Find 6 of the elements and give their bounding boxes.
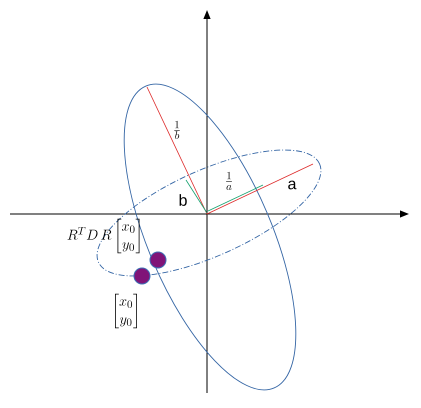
axis-label: b [180, 194, 187, 206]
axis-label: a [288, 180, 296, 190]
math-label: $R^T D\, R \begin{bmatrix}x_0\\ y_0\end{bmatrix}$ [68, 218, 140, 254]
math-label: $\frac{1}{b}$ [174, 120, 180, 139]
math-label: $\frac{1}{a}$ [226, 172, 232, 190]
math-label: $\begin{bmatrix}x_0\\ y_0\end{bmatrix}$ [115, 294, 137, 328]
